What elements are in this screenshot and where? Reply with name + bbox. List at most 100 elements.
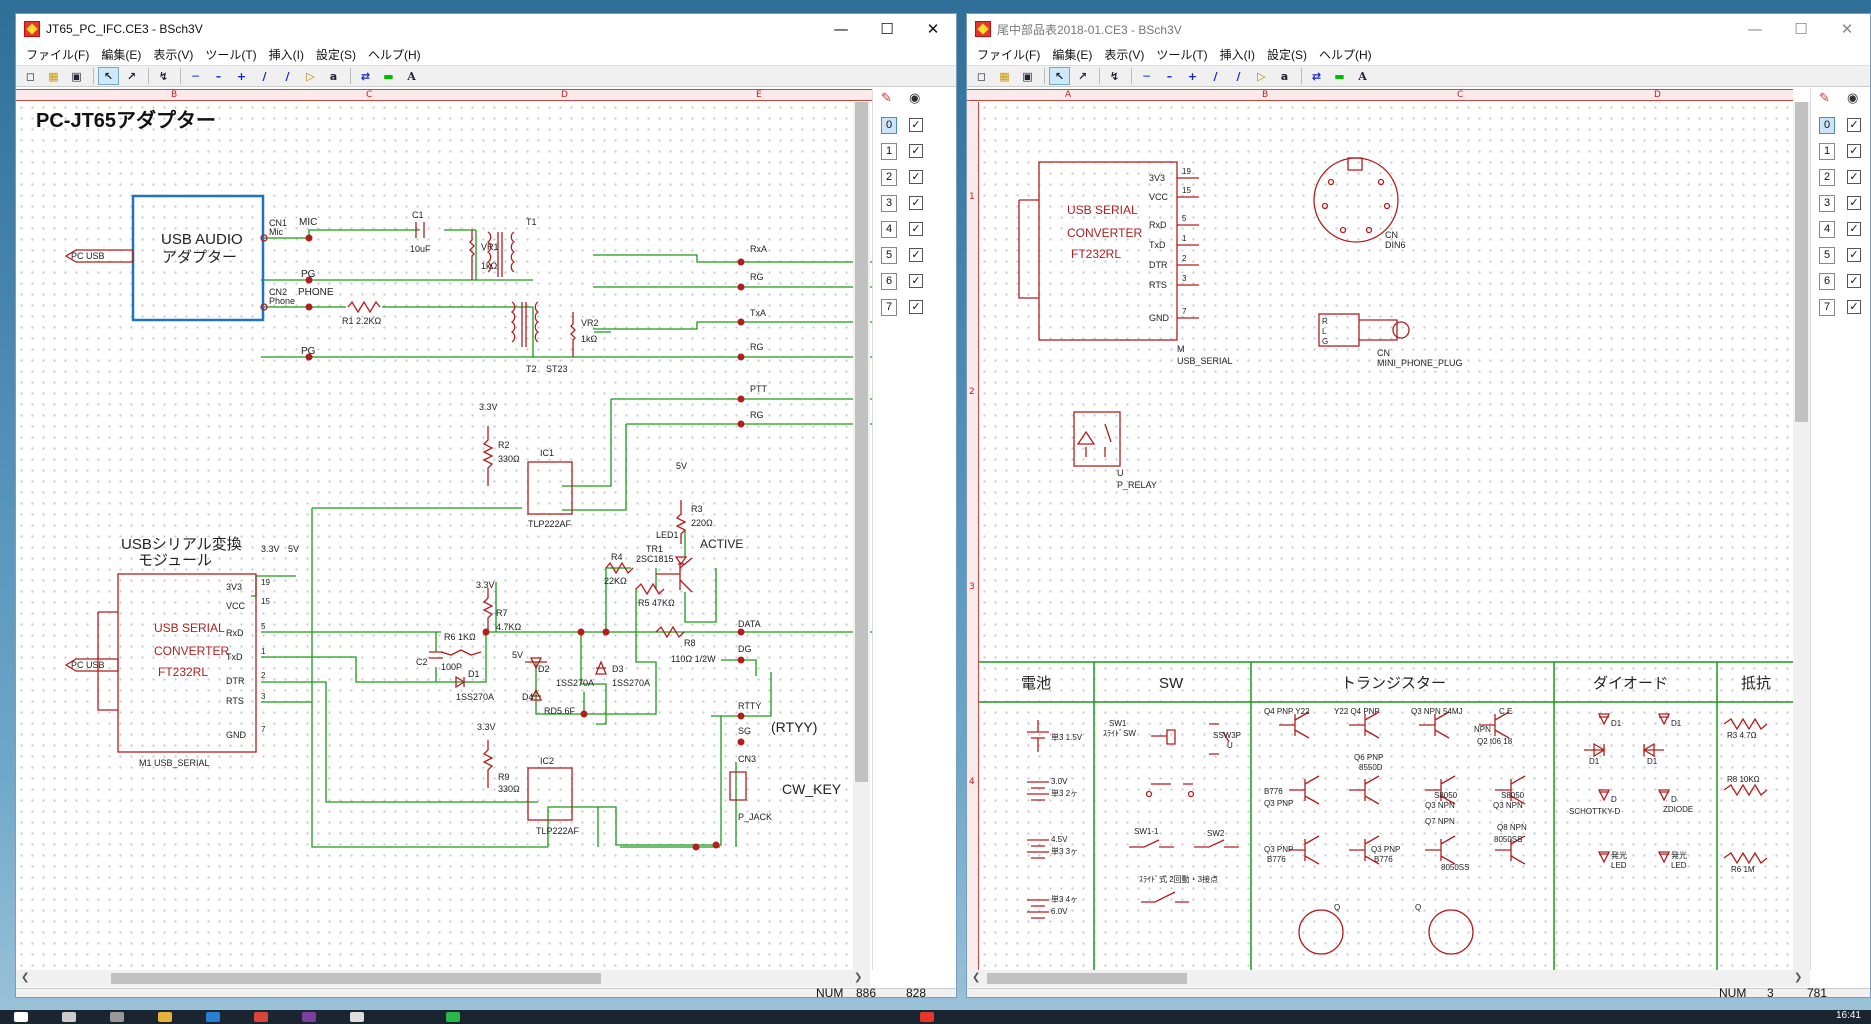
layer-row-3[interactable]: 3✓ bbox=[1811, 193, 1870, 215]
right-schematic-canvas[interactable]: USB SERIAL CONVERTER FT232RL 3V3 VCC RxD… bbox=[979, 102, 1793, 970]
text-tool-icon[interactable]: A bbox=[407, 69, 416, 83]
explorer-icon[interactable] bbox=[158, 1012, 172, 1022]
junction-tool-icon[interactable]: + bbox=[236, 69, 247, 83]
layer-3-visible-checkbox[interactable]: ✓ bbox=[909, 196, 923, 210]
menu-tools[interactable]: ツール(T) bbox=[205, 47, 257, 62]
eye-icon[interactable]: ◉ bbox=[909, 91, 921, 106]
close-icon[interactable]: ✕ bbox=[1840, 20, 1854, 38]
left-schematic-canvas[interactable]: PC-JT65アダプター USB AUDIO アダプター PC USB CN1 … bbox=[16, 102, 886, 970]
layer-5-button[interactable]: 5 bbox=[1819, 247, 1835, 264]
layer-6-button[interactable]: 6 bbox=[1819, 273, 1835, 290]
maximize-icon[interactable]: ☐ bbox=[880, 20, 894, 38]
layer-7-button[interactable]: 7 bbox=[1819, 299, 1835, 316]
layer-row-5[interactable]: 5✓ bbox=[1811, 245, 1870, 267]
layer-1-button[interactable]: 1 bbox=[1819, 143, 1835, 160]
scroll-right-icon[interactable]: ❯ bbox=[854, 972, 863, 983]
layer-2-visible-checkbox[interactable]: ✓ bbox=[909, 170, 923, 184]
comment-tool-icon[interactable]: ▬ bbox=[1334, 69, 1345, 83]
marker-tool-icon[interactable]: ⇄ bbox=[360, 69, 371, 83]
layer-0-button[interactable]: 0 bbox=[881, 117, 897, 134]
layer-row-0[interactable]: 0✓ bbox=[873, 115, 937, 137]
bsch-task-icon[interactable] bbox=[920, 1012, 934, 1022]
save-icon[interactable]: ▣ bbox=[1022, 69, 1033, 83]
search-icon[interactable] bbox=[62, 1012, 76, 1022]
open-folder-icon[interactable]: ▦ bbox=[48, 69, 59, 83]
pen-icon[interactable]: ✎ bbox=[881, 91, 892, 106]
maximize-icon[interactable]: ☐ bbox=[1794, 20, 1808, 38]
new-file-icon[interactable]: ◻ bbox=[976, 69, 987, 83]
bus-tool-icon[interactable]: – bbox=[1166, 69, 1173, 83]
onenote-icon[interactable] bbox=[302, 1012, 316, 1022]
layer-3-button[interactable]: 3 bbox=[1819, 195, 1835, 212]
left-hscroll-thumb[interactable] bbox=[111, 973, 601, 984]
layer-row-0[interactable]: 0✓ bbox=[1811, 115, 1870, 137]
save-icon[interactable]: ▣ bbox=[71, 69, 82, 83]
menu-view[interactable]: 表示(V) bbox=[153, 47, 194, 62]
layer-row-4[interactable]: 4✓ bbox=[1811, 219, 1870, 241]
start-icon[interactable] bbox=[14, 1012, 28, 1022]
close-icon[interactable]: ✕ bbox=[926, 20, 940, 38]
select-arrow-icon[interactable]: ↖ bbox=[1049, 67, 1070, 85]
marker-tool-icon[interactable]: ⇄ bbox=[1311, 69, 1322, 83]
menu-edit[interactable]: 編集(E) bbox=[1052, 47, 1093, 62]
left-horizontal-scrollbar[interactable]: ❮ ❯ bbox=[16, 970, 870, 987]
menu-edit[interactable]: 編集(E) bbox=[101, 47, 142, 62]
layer-6-visible-checkbox[interactable]: ✓ bbox=[1847, 274, 1861, 288]
layer-6-visible-checkbox[interactable]: ✓ bbox=[909, 274, 923, 288]
layer-7-button[interactable]: 7 bbox=[881, 299, 897, 316]
layer-2-button[interactable]: 2 bbox=[1819, 169, 1835, 186]
layer-5-button[interactable]: 5 bbox=[881, 247, 897, 264]
layer-row-2[interactable]: 2✓ bbox=[873, 167, 937, 189]
layer-7-visible-checkbox[interactable]: ✓ bbox=[1847, 300, 1861, 314]
menu-help[interactable]: ヘルプ(H) bbox=[1318, 47, 1372, 62]
layer-row-6[interactable]: 6✓ bbox=[873, 271, 937, 293]
comment-tool-icon[interactable]: ▬ bbox=[383, 69, 394, 83]
menu-settings[interactable]: 設定(S) bbox=[1266, 47, 1307, 62]
layer-3-visible-checkbox[interactable]: ✓ bbox=[1847, 196, 1861, 210]
layer-2-visible-checkbox[interactable]: ✓ bbox=[1847, 170, 1861, 184]
layer-4-visible-checkbox[interactable]: ✓ bbox=[909, 222, 923, 236]
label-tool-icon[interactable]: a bbox=[1280, 69, 1289, 83]
menu-settings[interactable]: 設定(S) bbox=[315, 47, 356, 62]
layer-3-button[interactable]: 3 bbox=[881, 195, 897, 212]
terminal-icon[interactable] bbox=[350, 1012, 364, 1022]
layer-1-visible-checkbox[interactable]: ✓ bbox=[909, 144, 923, 158]
line-tool-icon[interactable]: ∕ bbox=[285, 69, 290, 83]
scroll-left-icon[interactable]: ❮ bbox=[972, 972, 981, 983]
bus-tool-icon[interactable]: – bbox=[215, 69, 222, 83]
left-vscroll-thumb[interactable] bbox=[855, 102, 868, 782]
eye-icon[interactable]: ◉ bbox=[1847, 91, 1859, 106]
tag-tool-icon[interactable]: ▷ bbox=[306, 69, 315, 83]
select-arrow-icon[interactable]: ↖ bbox=[98, 67, 119, 85]
line-icon[interactable] bbox=[446, 1012, 460, 1022]
layer-4-visible-checkbox[interactable]: ✓ bbox=[1847, 222, 1861, 236]
layer-0-button[interactable]: 0 bbox=[1819, 117, 1835, 134]
entry-tool-icon[interactable]: ∕ bbox=[262, 69, 267, 83]
scroll-left-icon[interactable]: ❮ bbox=[21, 972, 30, 983]
menu-help[interactable]: ヘルプ(H) bbox=[367, 47, 421, 62]
right-hscroll-thumb[interactable] bbox=[987, 973, 1187, 984]
edge-icon[interactable] bbox=[206, 1012, 220, 1022]
menu-tools[interactable]: ツール(T) bbox=[1156, 47, 1208, 62]
layer-row-1[interactable]: 1✓ bbox=[873, 141, 937, 163]
drag-select-icon[interactable]: ↗ bbox=[126, 69, 137, 83]
layer-7-visible-checkbox[interactable]: ✓ bbox=[909, 300, 923, 314]
text-tool-icon[interactable]: A bbox=[1358, 69, 1367, 83]
layer-row-5[interactable]: 5✓ bbox=[873, 245, 937, 267]
menu-file[interactable]: ファイル(F) bbox=[26, 47, 90, 62]
part-tool-icon[interactable]: ↯ bbox=[1109, 69, 1120, 83]
open-folder-icon[interactable]: ▦ bbox=[999, 69, 1010, 83]
layer-row-7[interactable]: 7✓ bbox=[1811, 297, 1870, 319]
drag-select-icon[interactable]: ↗ bbox=[1077, 69, 1088, 83]
new-file-icon[interactable]: ◻ bbox=[25, 69, 36, 83]
layer-2-button[interactable]: 2 bbox=[881, 169, 897, 186]
menu-insert[interactable]: 挿入(I) bbox=[1219, 47, 1255, 62]
line-tool-icon[interactable]: ∕ bbox=[1236, 69, 1241, 83]
minimize-icon[interactable]: — bbox=[833, 20, 849, 38]
layer-4-button[interactable]: 4 bbox=[1819, 221, 1835, 238]
layer-row-2[interactable]: 2✓ bbox=[1811, 167, 1870, 189]
task-view-icon[interactable] bbox=[110, 1012, 124, 1022]
wire-tool-icon[interactable]: ─ bbox=[1143, 69, 1150, 83]
layer-row-1[interactable]: 1✓ bbox=[1811, 141, 1870, 163]
entry-tool-icon[interactable]: ∕ bbox=[1213, 69, 1218, 83]
